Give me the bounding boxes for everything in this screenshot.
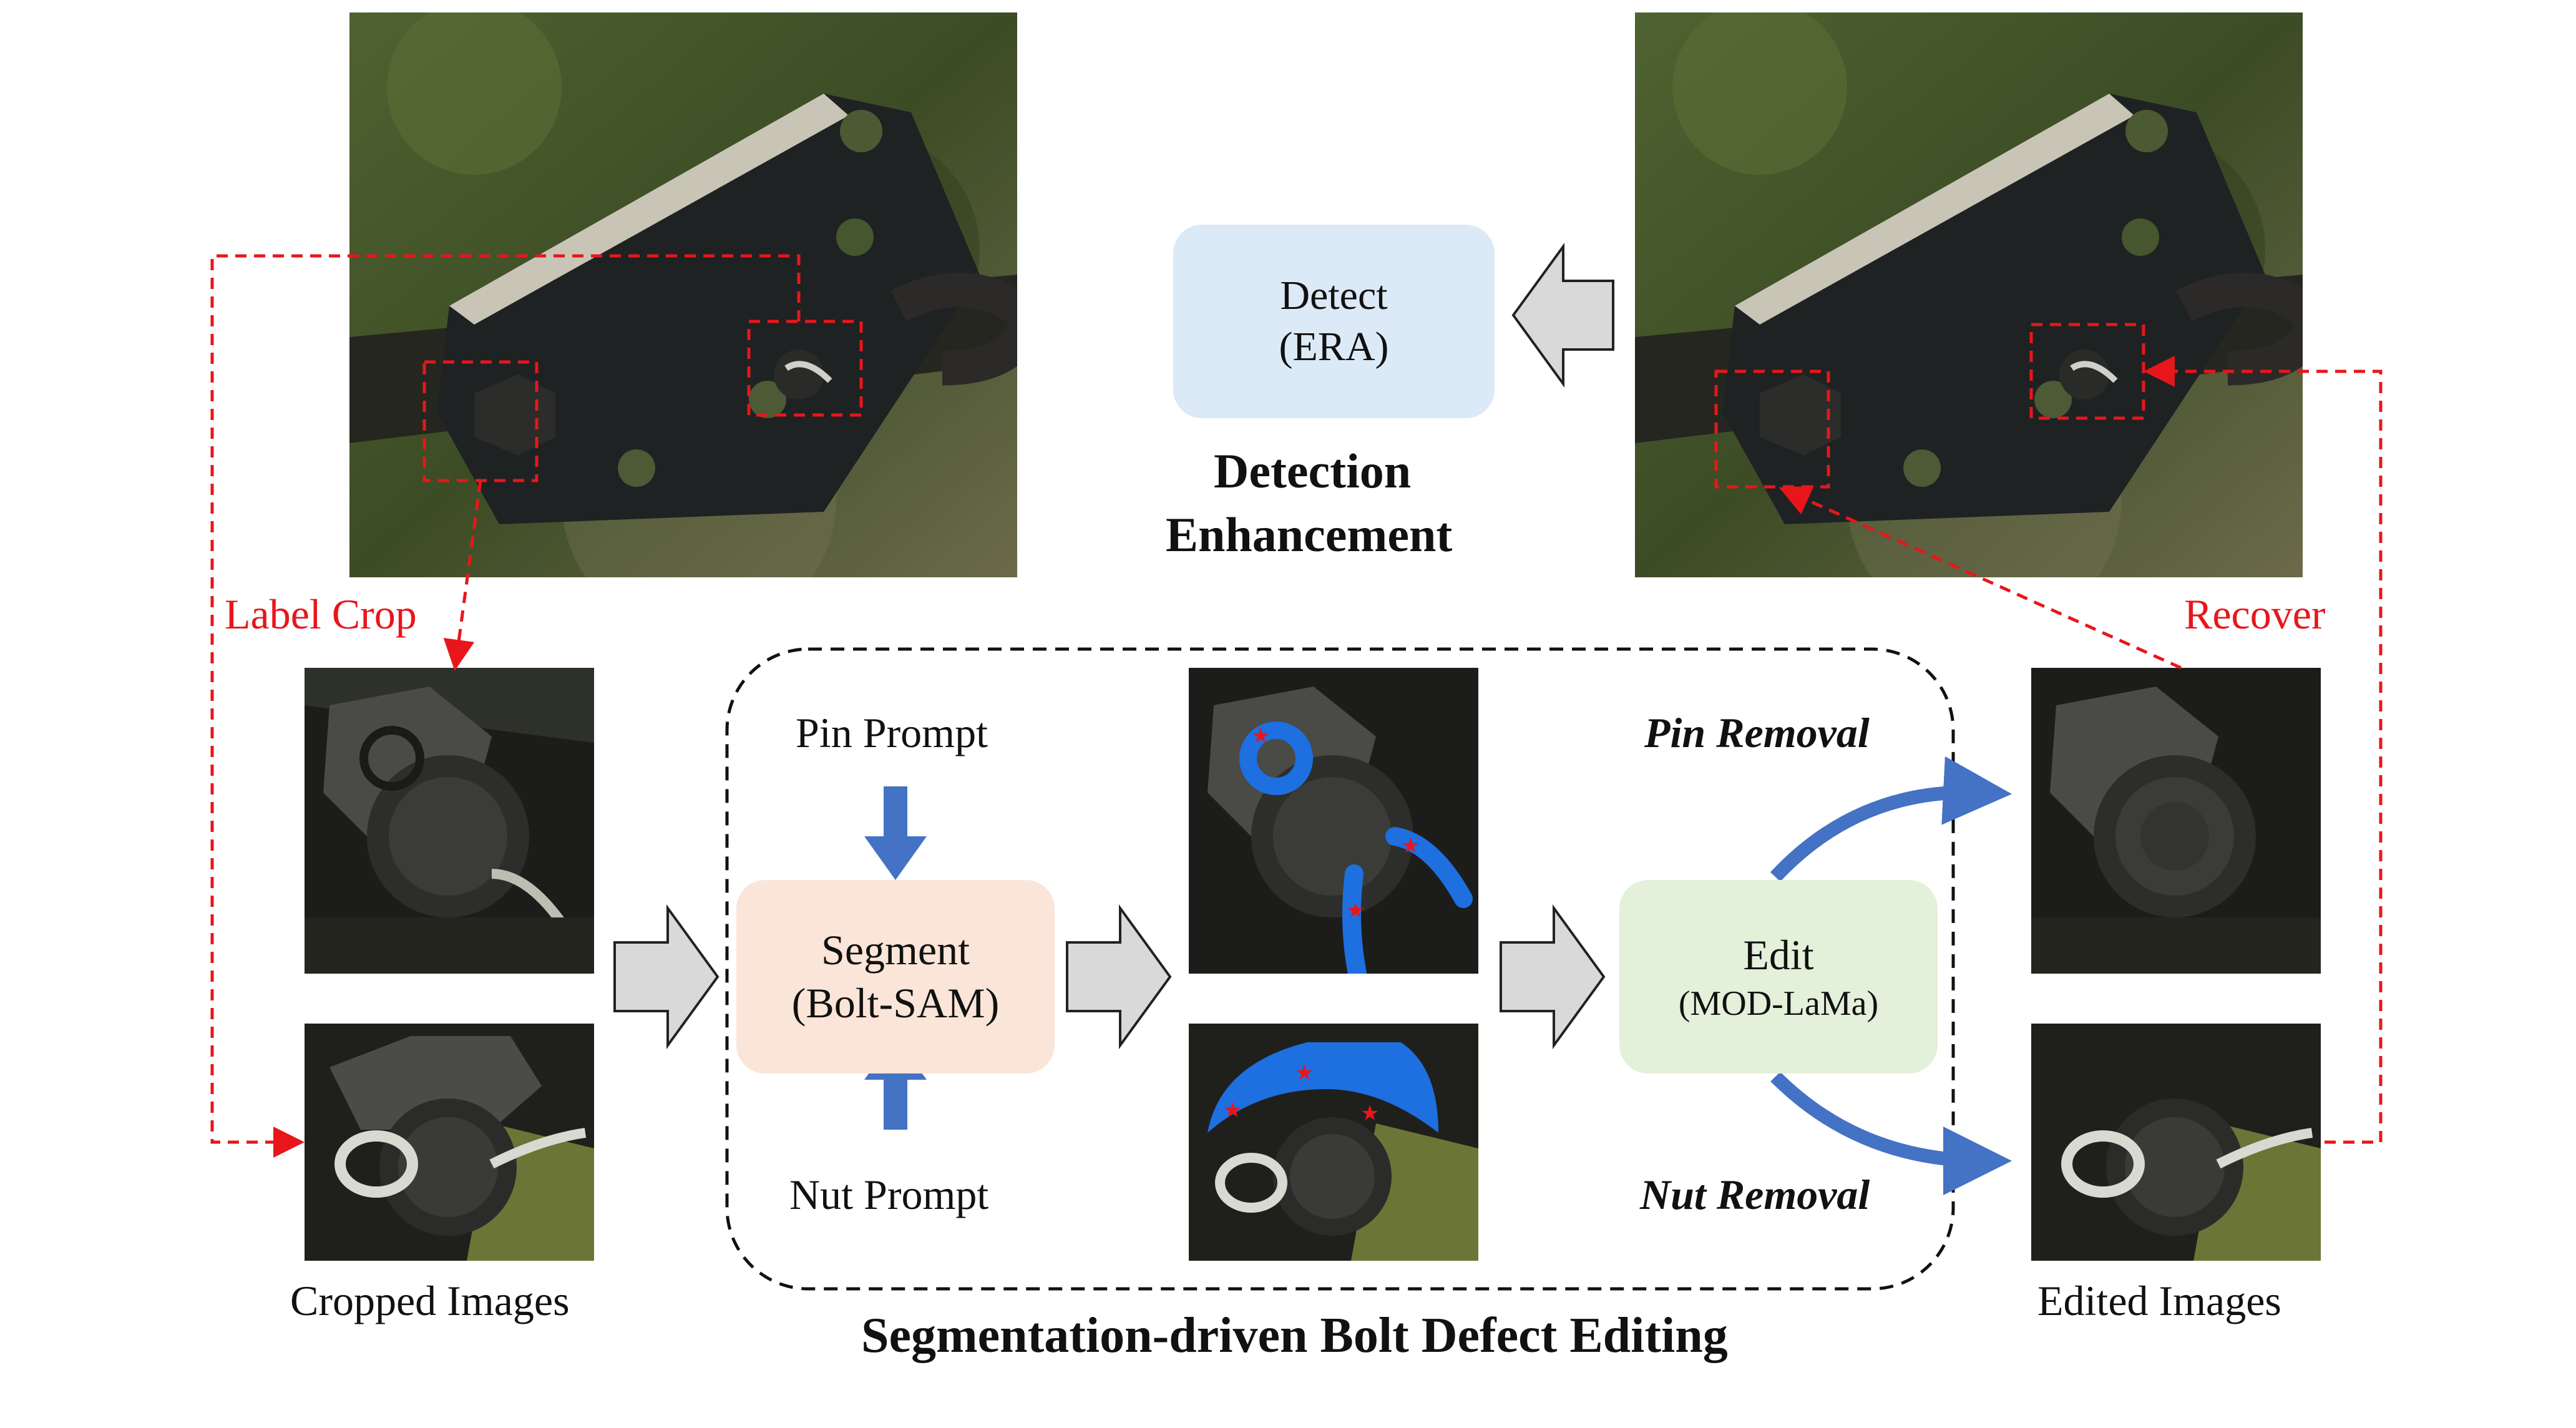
masked-image-pin: ★ ★ ★ bbox=[1189, 668, 1478, 974]
block-arrow-crop-to-segment bbox=[613, 904, 720, 1050]
label-crop-path-inner bbox=[443, 480, 482, 671]
recovered-image bbox=[1635, 12, 2303, 577]
nut-prompt-label: Nut Prompt bbox=[789, 1171, 989, 1218]
pin-prompt-label: Pin Prompt bbox=[796, 709, 988, 756]
detect-label: Detect bbox=[1280, 272, 1388, 318]
pin-removal-label: Pin Removal bbox=[1644, 709, 1870, 756]
label-crop-path-outer bbox=[210, 254, 801, 1158]
svg-text:★: ★ bbox=[1251, 723, 1270, 748]
cropped-image-nut bbox=[305, 1024, 594, 1261]
recover-label: Recover bbox=[2184, 590, 2326, 638]
block-arrow-mask-to-edit bbox=[1500, 904, 1606, 1050]
svg-text:★: ★ bbox=[1401, 833, 1420, 858]
block-arrow-recover-to-detect bbox=[1511, 242, 1614, 388]
crop-box-left bbox=[422, 360, 539, 482]
svg-text:★: ★ bbox=[1223, 1098, 1242, 1123]
recover-path-outer bbox=[2144, 356, 2383, 1144]
nut-removal-label: Nut Removal bbox=[1640, 1171, 1870, 1218]
segmentation-title: Segmentation-driven Bolt Defect Editing bbox=[861, 1308, 1728, 1363]
edit-label: Edit bbox=[1743, 931, 1814, 979]
cropped-image-pin bbox=[305, 668, 594, 974]
recover-box-right bbox=[2029, 323, 2145, 420]
edited-image-nut-removed bbox=[2031, 1024, 2321, 1261]
pin-removal-arrow bbox=[1770, 756, 2012, 882]
masked-image-nut: ★ ★ ★ bbox=[1189, 1024, 1478, 1261]
edit-node: Edit (MOD-LaMa) bbox=[1619, 880, 1938, 1073]
edited-images-caption: Edited Images bbox=[2037, 1277, 2281, 1324]
block-arrow-segment-to-mask bbox=[1066, 904, 1172, 1050]
detect-node: Detect (ERA) bbox=[1173, 225, 1495, 418]
segment-sub: (Bolt-SAM) bbox=[791, 979, 1000, 1027]
original-image bbox=[349, 12, 1017, 577]
crop-box-right bbox=[747, 320, 863, 417]
recover-path-diagonal bbox=[1778, 486, 2182, 670]
svg-text:★: ★ bbox=[1346, 898, 1365, 923]
segment-label: Segment bbox=[821, 926, 970, 974]
edit-sub: (MOD-LaMa) bbox=[1678, 984, 1879, 1023]
svg-text:★: ★ bbox=[1360, 1101, 1379, 1126]
detect-sub: (ERA) bbox=[1279, 324, 1389, 369]
detection-title-line2: Enhancement bbox=[1166, 507, 1453, 562]
edited-image-pin-removed bbox=[2031, 668, 2321, 974]
nut-removal-arrow bbox=[1770, 1072, 2012, 1195]
label-crop-label: Label Crop bbox=[225, 590, 417, 638]
cropped-images-caption: Cropped Images bbox=[290, 1277, 570, 1324]
segment-node: Segment (Bolt-SAM) bbox=[736, 880, 1055, 1073]
segmentation-region bbox=[725, 647, 1955, 1291]
recover-box-left bbox=[1714, 369, 1830, 489]
svg-text:★: ★ bbox=[1295, 1060, 1314, 1085]
detection-title-line1: Detection bbox=[1214, 444, 1412, 498]
